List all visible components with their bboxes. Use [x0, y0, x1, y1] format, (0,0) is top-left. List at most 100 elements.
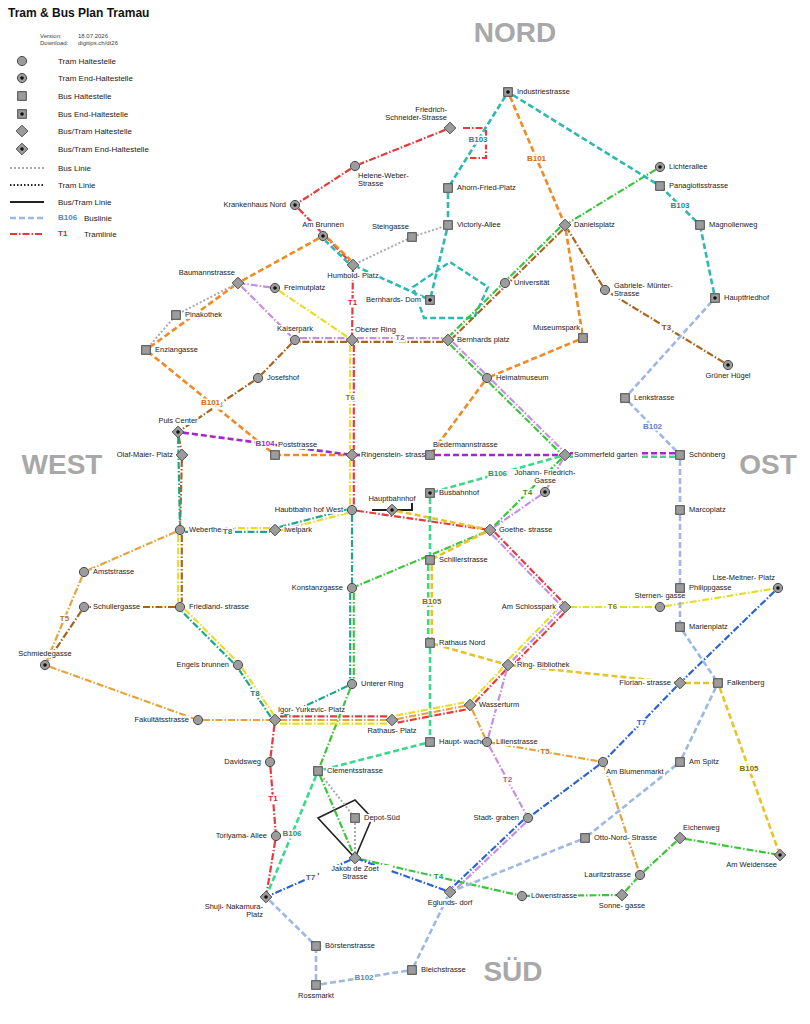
- station-name: Lenkstrasse: [633, 394, 675, 402]
- station: Freimutplatz: [269, 282, 281, 294]
- station: Lise-Meitner- Platz: [772, 582, 784, 594]
- bus-stop-symbol: [696, 221, 705, 230]
- station: Eglunds- dorf: [444, 886, 456, 898]
- station: Lilienstrasse: [481, 736, 493, 748]
- end-stop-dot: [20, 112, 24, 116]
- route-segment: [397, 511, 485, 529]
- bus-stop-symbol: [676, 584, 685, 593]
- route-segment: [351, 515, 353, 583]
- route-segment: [720, 688, 779, 851]
- legend-line: [10, 184, 44, 186]
- station-name: Börstenstrasse: [324, 942, 376, 950]
- stop-marker: [406, 231, 418, 243]
- bus-tram-stop-symbol: [774, 849, 786, 861]
- stop-marker: [176, 449, 188, 461]
- station: Amststrasse: [78, 566, 90, 578]
- route-segment: [354, 823, 356, 853]
- tram-stop-symbol: [253, 373, 262, 382]
- stop-marker: [772, 582, 784, 594]
- stop-marker: [444, 122, 456, 134]
- bus-stop-symbol: [18, 92, 27, 101]
- route-segment: [325, 241, 348, 263]
- tram-stop-symbol: [79, 602, 88, 611]
- bus-tram-stop-symbol: [444, 886, 456, 898]
- legend-text: Tram Haltestelle: [58, 57, 116, 66]
- line-name: B102: [353, 973, 374, 982]
- bus-tram-stop-symbol: [464, 699, 476, 711]
- stop-marker: [577, 332, 589, 344]
- route-segment: [180, 285, 233, 312]
- route-segment: [261, 344, 291, 375]
- bus-tram-stop-symbol: [386, 504, 398, 516]
- station: Industriestrasse: [502, 86, 514, 98]
- legend-row: Bus/Tram Linie: [0, 195, 240, 209]
- stop-marker: [634, 869, 646, 881]
- route-segment: [349, 593, 351, 679]
- bus-stop-symbol: [142, 346, 151, 355]
- route-segment: [435, 454, 560, 457]
- bus-stop-symbol: [621, 394, 630, 403]
- route-segment: [628, 302, 711, 395]
- station: Wasserturm: [464, 699, 476, 711]
- tram-stop-symbol: [723, 360, 732, 369]
- station: Victoriy-Allee: [442, 219, 454, 231]
- station-name: Rathaus- Platz: [366, 727, 417, 735]
- station: Schmiedegasse: [39, 659, 51, 671]
- stop-marker: [674, 832, 686, 844]
- line-name: B104: [254, 439, 275, 448]
- bus-stop-symbol: [426, 639, 435, 648]
- station: Stadt- graben: [522, 812, 534, 824]
- station-name: Marcoplatz: [688, 506, 727, 514]
- station-name: Depot-Süd: [363, 814, 401, 822]
- line-name: T7: [636, 718, 647, 727]
- end-stop-dot: [293, 203, 297, 207]
- station: Humbold- Platz: [347, 259, 359, 271]
- end-stop-dot: [543, 490, 547, 494]
- bus-tram-stop-symbol: [172, 426, 184, 438]
- bus-stop-symbol: [504, 88, 513, 97]
- stop-marker: [712, 677, 724, 689]
- end-stop-dot: [176, 430, 180, 434]
- route-segment: [606, 687, 676, 759]
- bus-stop-symbol: [676, 623, 685, 632]
- route-segment: [323, 743, 425, 769]
- route-segment: [455, 840, 581, 890]
- station: Ring- Bibliothek: [502, 659, 514, 671]
- tram-stop-symbol: [175, 602, 184, 611]
- stop-marker: [674, 582, 686, 594]
- station: Eichenweg: [674, 832, 686, 844]
- end-stop-dot: [726, 363, 730, 367]
- route-segment: [242, 668, 273, 715]
- station-name: Hauptbahnhof: [367, 495, 416, 503]
- stop-marker: [349, 812, 361, 824]
- station: Friedrich- Schneider-Strasse: [444, 122, 456, 134]
- stop-marker: [192, 714, 204, 726]
- station-name: Bernhards platz: [456, 336, 511, 344]
- stop-marker: [349, 852, 361, 864]
- end-stop-dot: [20, 76, 24, 80]
- map-title: Tram & Bus Plan Tramau: [8, 6, 149, 20]
- route-segment: [321, 775, 352, 814]
- station: Schullergasse: [78, 601, 90, 613]
- station: Falkenberg: [712, 677, 724, 689]
- station: Steingasse: [406, 231, 418, 243]
- station-name: Davidsweg: [223, 758, 262, 766]
- station-name: Helene-Weber- Strasse: [357, 172, 429, 189]
- bus-tram-stop-symbol: [347, 259, 359, 271]
- bus-stop-symbol: [426, 738, 435, 747]
- route-segment: [453, 342, 485, 373]
- station: Toriyama- Allee: [270, 830, 282, 842]
- end-stop-dot: [506, 90, 510, 94]
- route-segment: [300, 337, 347, 339]
- station: Kaiserpark: [289, 334, 301, 346]
- station-name: Clementsstrasse: [326, 767, 384, 775]
- legend-note: 18.07.2026: [78, 33, 108, 40]
- stop-marker: [174, 601, 186, 613]
- end-stop-dot: [20, 147, 24, 151]
- route-segment: [701, 230, 714, 293]
- route-segment: [450, 345, 482, 376]
- stop-marker: [464, 699, 476, 711]
- route-segment: [353, 460, 355, 505]
